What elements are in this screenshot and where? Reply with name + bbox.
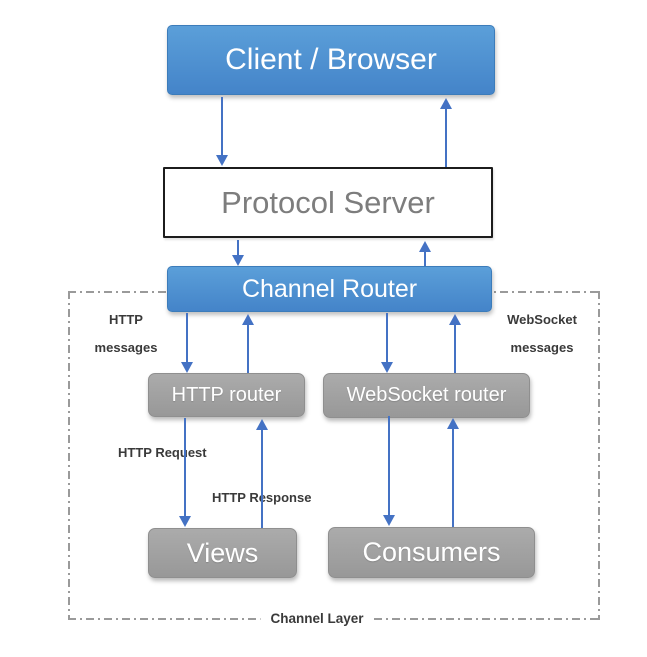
label-http-request: HTTP Request: [118, 445, 207, 460]
node-protocol-server: Protocol Server: [163, 167, 493, 238]
arrow-router-to-protocol: [419, 241, 431, 266]
arrow-client-to-protocol: [216, 97, 228, 166]
arrow-router-to-websocket-router: [381, 313, 393, 373]
arrow-protocol-to-router: [232, 240, 244, 266]
node-consumers: Consumers: [328, 527, 535, 578]
arrow-consumers-to-websocket: [447, 418, 459, 527]
label-http-messages-line2: messages: [94, 340, 158, 355]
node-websocket-router: WebSocket router: [323, 373, 530, 418]
label-websocket-messages-line1: WebSocket: [507, 312, 577, 327]
channel-layer-boundary-right: [598, 291, 600, 620]
arrow-websocket-router-to-router: [449, 314, 461, 373]
arrow-http-router-to-router: [242, 314, 254, 373]
label-websocket-messages: WebSocket messages: [492, 306, 592, 362]
label-http-messages-line1: HTTP: [109, 312, 143, 327]
node-client-browser: Client / Browser: [167, 25, 495, 95]
channel-layer-boundary-left: [68, 291, 70, 620]
arrow-protocol-to-client: [440, 98, 452, 167]
node-channel-router: Channel Router: [167, 266, 492, 312]
arrow-http-request: [179, 418, 191, 527]
label-channel-layer: Channel Layer: [260, 611, 374, 626]
arrow-http-response: [256, 419, 268, 528]
label-websocket-messages-line2: messages: [510, 340, 574, 355]
arrow-router-to-http-router: [181, 313, 193, 373]
label-http-messages: HTTP messages: [86, 306, 166, 362]
node-http-router: HTTP router: [148, 373, 305, 417]
node-views: Views: [148, 528, 297, 578]
arrow-websocket-to-consumers: [383, 416, 395, 526]
